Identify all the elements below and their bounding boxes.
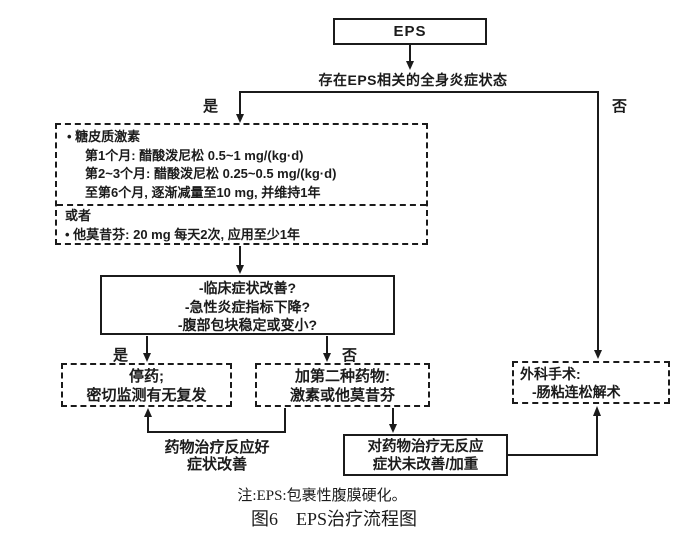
treatment-line: • 糖皮质激素 <box>67 129 141 144</box>
surgery-line: 外科手术: <box>520 366 581 382</box>
node-stop-drug: 停药; 密切监测有无复发 <box>61 363 232 407</box>
node-medical-treatment: • 糖皮质激素 第1个月: 醋酸泼尼松 0.5~1 mg/(kg·d) 第2~3… <box>55 123 428 245</box>
assessment-line: -腹部包块稳定或变小? <box>177 317 318 333</box>
second-drug-line: 加第二种药物: <box>295 368 390 385</box>
treatment-section-divider <box>57 204 426 206</box>
node-no-response: 对药物治疗无反应 症状未改善/加重 <box>343 434 508 476</box>
node-response-assessment: -临床症状改善? -急性炎症指标下降? -腹部包块稳定或变小? <box>100 275 395 335</box>
label-no-mid: 否 <box>342 347 358 364</box>
node-surgery: 外科手术: -肠粘连松解术 <box>512 361 670 404</box>
node-eps: EPS <box>333 18 487 45</box>
stop-drug-line: 停药; <box>129 368 164 385</box>
good-response-line: 症状改善 <box>186 456 247 473</box>
treatment-line: 第1个月: 醋酸泼尼松 0.5~1 mg/(kg·d) <box>85 147 304 163</box>
label-yes-top: 是 <box>203 98 219 115</box>
good-response-line: 药物治疗反应好 <box>164 439 270 456</box>
figure-note: 注:EPS:包裹性腹膜硬化。 <box>237 488 407 504</box>
assessment-line: -急性炎症指标下降? <box>184 298 311 315</box>
treatment-line: • 他莫昔芬: 20 mg 每天2次, 应用至少1年 <box>65 226 300 242</box>
treatment-or-label: 或者 <box>65 208 92 223</box>
no-response-line: 症状未改善/加重 <box>372 457 479 473</box>
label-good-response: 药物治疗反应好 症状改善 <box>141 439 293 473</box>
node-add-second-drug: 加第二种药物: 激素或他莫昔芬 <box>255 363 430 407</box>
label-yes-mid: 是 <box>113 347 129 364</box>
no-response-line: 对药物治疗无反应 <box>367 439 484 455</box>
treatment-tamoxifen-section: 或者 • 他莫昔芬: 20 mg 每天2次, 应用至少1年 <box>57 206 426 244</box>
assessment-line: -临床症状改善? <box>198 280 297 296</box>
condition-text: 存在EPS相关的全身炎症状态 <box>318 72 508 88</box>
figure-caption: 图6 EPS治疗流程图 <box>250 509 418 529</box>
treatment-line: 第2~3个月: 醋酸泼尼松 0.25~0.5 mg/(kg·d) <box>85 166 337 181</box>
surgery-line: -肠粘连松解术 <box>532 384 621 400</box>
stop-drug-line: 密切监测有无复发 <box>86 387 207 404</box>
second-drug-line: 激素或他莫昔芬 <box>289 387 395 404</box>
treatment-line: 至第6个月, 逐渐减量至10 mg, 并维持1年 <box>85 184 321 200</box>
label-no-top: 否 <box>612 98 628 115</box>
treatment-glucocorticoid-section: • 糖皮质激素 第1个月: 醋酸泼尼松 0.5~1 mg/(kg·d) 第2~3… <box>57 125 426 202</box>
